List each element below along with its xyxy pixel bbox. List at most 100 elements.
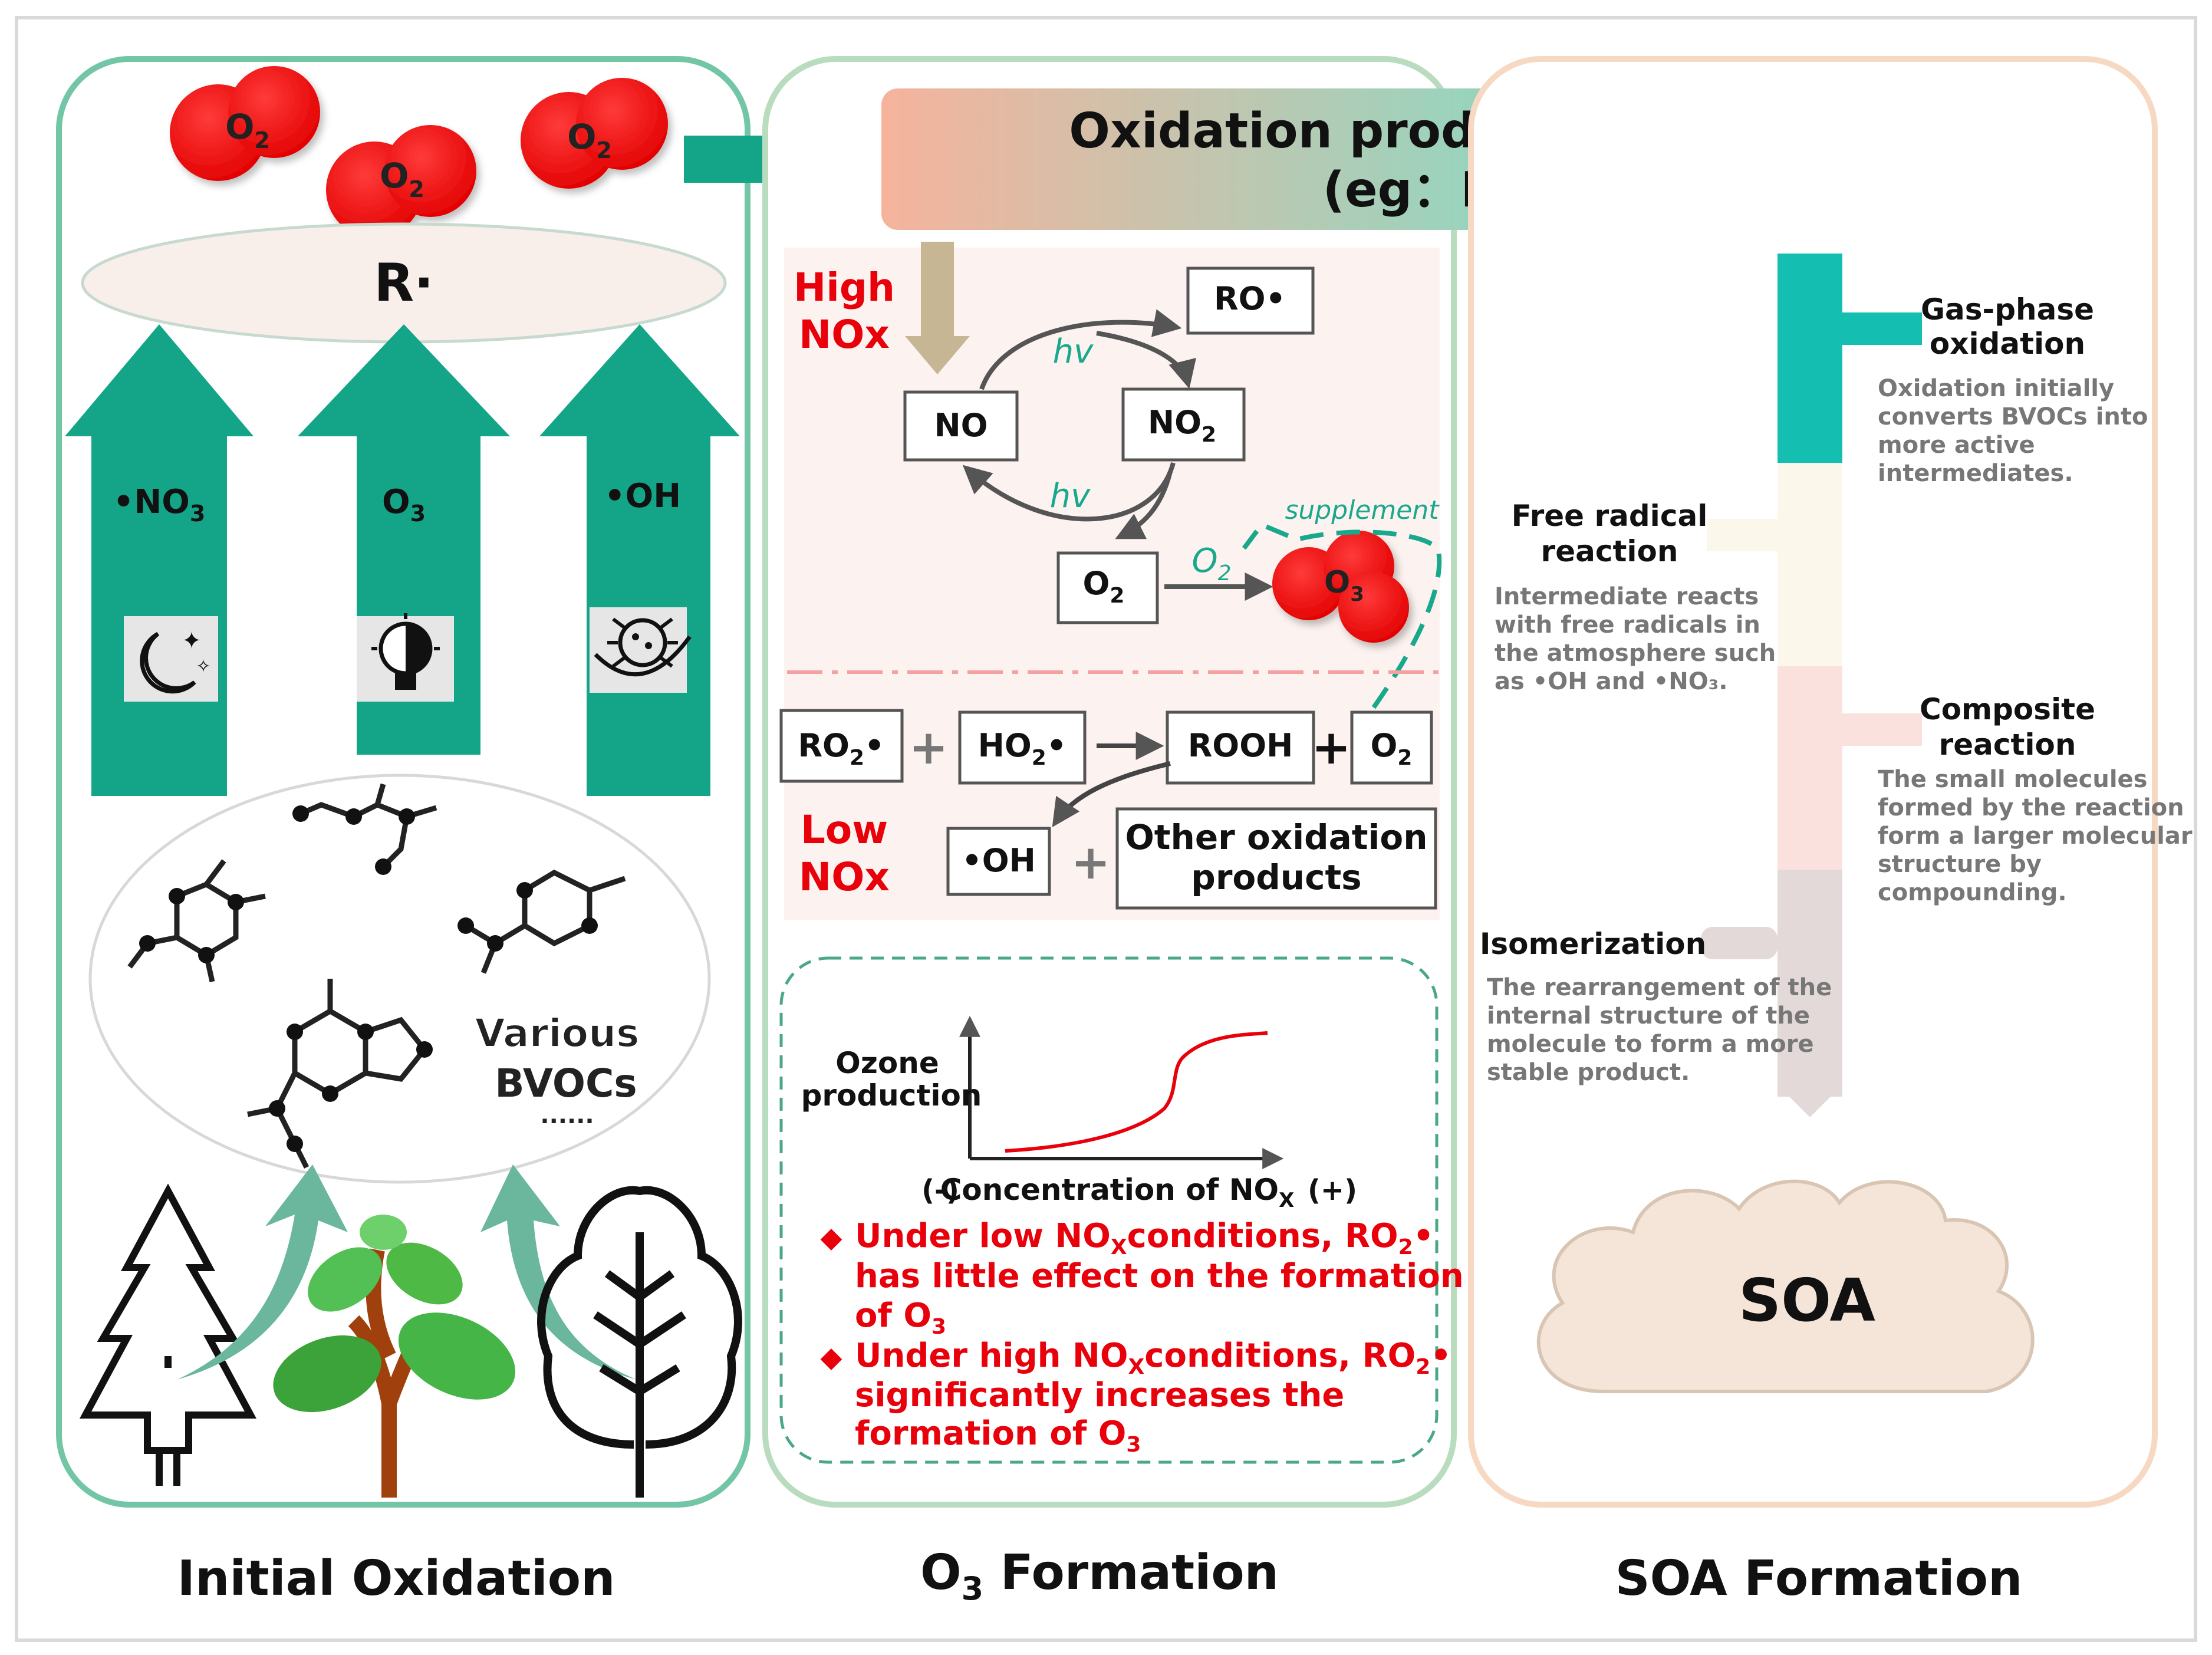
oxygen-molecule-2: O2	[326, 125, 476, 238]
outer-frame	[15, 16, 2197, 1642]
other-products-line1: Other oxidation	[1125, 817, 1428, 857]
molecule-atoms	[139, 805, 598, 1152]
stage-composite-desc-2: formed by the reaction	[1878, 794, 2184, 821]
rooh-to-oh-arrow	[1052, 761, 1171, 827]
svg-text:✧: ✧	[196, 656, 210, 677]
hv-top-label: hv	[1053, 333, 1094, 371]
stage-gas-phase-desc-3: more active	[1878, 432, 2035, 459]
soa-cloud-label: SOA	[1739, 1266, 1875, 1335]
cycle-arrow-top-right	[1096, 331, 1196, 389]
sapling-icon	[273, 1215, 516, 1498]
sun-icon	[594, 617, 692, 677]
moon-stars-icon: ✦ ✧	[140, 627, 211, 694]
cycle-arrow-to-o2	[1115, 471, 1173, 539]
ro2-box[interactable]	[779, 709, 904, 783]
stage-gas-phase-title-2: oxidation	[1930, 327, 2085, 361]
stage-isomerization-desc-3: molecule to form a more	[1487, 1031, 1814, 1058]
no-box[interactable]	[903, 390, 1019, 462]
stage-composite-title-1: Composite	[1920, 692, 2095, 726]
stage-composite-desc-1: The small molecules	[1878, 766, 2147, 793]
no2-box-label: NO2	[1148, 404, 1216, 447]
stage-gas-phase-desc-1: Oxidation initially	[1878, 375, 2114, 402]
high-nox-label-2: NOx	[799, 312, 890, 357]
note-2-bullet: ◆	[821, 1341, 842, 1374]
stage-composite-desc-3: form a larger molecular	[1878, 822, 2193, 850]
rooh-box-label: ROOH	[1188, 727, 1293, 764]
other-products-line2: products	[1191, 857, 1361, 897]
low-nox-label: Low	[801, 807, 888, 853]
stage-free-radical-title-2: reaction	[1541, 534, 1678, 568]
graph-ylabel-1: Ozone	[835, 1046, 939, 1080]
note-2-line1: Under high NOXconditions, RO2•	[855, 1337, 1451, 1379]
plus-icon-3: +	[1071, 835, 1110, 890]
stage-bar-gas-phase	[1778, 254, 1842, 463]
svg-text:•OH: •OH	[604, 477, 681, 515]
ozone-curve	[1005, 1031, 1268, 1153]
high-nox-arrow	[905, 242, 970, 374]
stage-composite-desc-4: structure by	[1878, 851, 2042, 878]
stage-gas-phase-desc-4: intermediates.	[1878, 460, 2073, 487]
stage-composite-desc-5: compounding.	[1878, 879, 2067, 906]
oxygen-molecule-3: O2	[521, 78, 668, 189]
oxidant-arrow-oh: •OH	[539, 324, 740, 796]
oh-box[interactable]	[946, 827, 1051, 896]
ro2-box-label: RO2•	[798, 727, 884, 770]
oxidant-arrow-o3: O3	[298, 324, 510, 755]
ho2-box[interactable]	[958, 710, 1087, 785]
plus-icon-2: +	[1311, 720, 1351, 775]
bvocs-label-ellipsis: ......	[540, 1102, 594, 1129]
o2-box-label: O2	[1083, 565, 1125, 608]
emission-arrow-left	[177, 1164, 348, 1380]
ho2-box-label: HO2•	[978, 727, 1067, 770]
no-box-label: NO	[934, 407, 988, 444]
pine-tree-icon	[79, 1183, 257, 1486]
o2-product-box[interactable]	[1350, 710, 1433, 785]
oxygen-molecule-1: O2	[170, 66, 320, 181]
stage-isomerization-title: Isomerization	[1480, 927, 1706, 961]
deciduous-tree-icon	[537, 1186, 742, 1498]
note-1-line3: of O3	[855, 1297, 946, 1339]
initial-oxidation-caption: Initial Oxidation	[177, 1551, 615, 1607]
svg-text:O2: O2	[380, 156, 424, 202]
svg-text:•NO3: •NO3	[113, 483, 206, 527]
note-1-bullet: ◆	[821, 1221, 842, 1254]
hv-bottom-label: hv	[1050, 477, 1091, 515]
radical-label: R·	[374, 252, 433, 313]
note-1-line2: has little effect on the formation	[855, 1257, 1464, 1295]
rooh-box[interactable]	[1166, 710, 1315, 785]
connector-composite	[1842, 713, 1922, 746]
ro-box[interactable]	[1186, 266, 1315, 335]
cycle-arrow-top	[979, 309, 1182, 390]
oxidant-arrow-no3: •NO3 ✦ ✧	[65, 324, 254, 796]
stage-gas-phase-title-1: Gas-phase	[1921, 292, 2094, 327]
stage-free-radical-desc-2: with free radicals in	[1495, 611, 1760, 639]
o2-box[interactable]	[1056, 551, 1159, 624]
oh-box-label: •OH	[962, 842, 1036, 879]
o3-formation-caption: O3 Formation	[920, 1545, 1279, 1607]
svg-text:O2: O2	[225, 107, 270, 153]
graph-xlabel-minus: (-)	[921, 1174, 959, 1207]
bvocs-label-bvocs: BVOCs	[495, 1061, 637, 1106]
note-2-line3: formation of O3	[855, 1414, 1141, 1457]
no2-box[interactable]	[1121, 387, 1246, 462]
svg-text:✦: ✦	[182, 627, 202, 654]
stage-isomerization-desc-4: stable product.	[1487, 1059, 1690, 1086]
stage-free-radical-desc-1: Intermediate reacts	[1495, 583, 1759, 610]
graph-xlabel-plus: (+)	[1308, 1174, 1357, 1207]
supplement-dashed-path	[1242, 522, 1442, 709]
high-nox-label: High	[794, 265, 895, 310]
note-2-line2: significantly increases the	[855, 1376, 1344, 1414]
low-nox-label-2: NOx	[799, 854, 890, 900]
svg-text:O3: O3	[382, 483, 426, 527]
note-1-line1: Under low NOXconditions, RO2•	[855, 1217, 1434, 1259]
other-products-box[interactable]	[1115, 807, 1437, 910]
ozone-graph-box	[779, 956, 1439, 1464]
supplement-label: supplement	[1285, 495, 1440, 525]
stage-bar-isomerization	[1778, 870, 1842, 1097]
graph-xlabel: Concentration of NOX	[940, 1173, 1295, 1212]
bvocs-ellipse	[88, 774, 711, 1184]
stage-gas-phase-desc-2: converts BVOCs into	[1878, 403, 2148, 430]
cycle-arrow-bottom	[962, 462, 1176, 522]
stage-free-radical-desc-4: as •OH and •NO₃.	[1495, 668, 1728, 695]
